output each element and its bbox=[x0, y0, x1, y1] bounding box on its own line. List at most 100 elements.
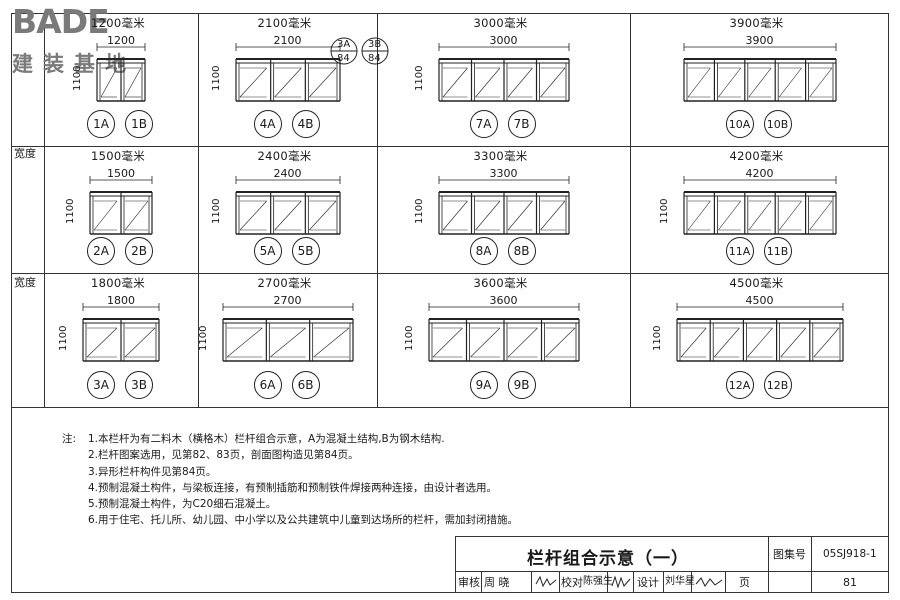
type-tag: 12A bbox=[725, 371, 754, 399]
notes-prefix: 注: bbox=[62, 433, 77, 445]
column-divider-label bbox=[44, 13, 45, 407]
cell-width-title: 3900毫米 bbox=[729, 16, 784, 30]
reference-page: 84 bbox=[368, 53, 381, 64]
dimension-label: 1800 bbox=[107, 294, 135, 307]
brand-logo: BADE 建装基地 bbox=[4, 2, 154, 76]
title-block: 栏杆组合示意（一） 图集号 05SJ918-1 审核 周 晓 校对 陈强生 设计… bbox=[455, 536, 889, 593]
type-tag: 11A bbox=[725, 237, 754, 265]
dimension-label: 3000 bbox=[489, 34, 518, 47]
type-tag: 9A bbox=[469, 371, 498, 399]
railing-elevation bbox=[234, 176, 341, 235]
row-divider-3 bbox=[11, 407, 889, 408]
note-item: 5.预制混凝土构件，为C20细石混凝土。 bbox=[88, 498, 277, 511]
type-tag: 8B bbox=[507, 237, 536, 265]
type-tag: 4A bbox=[253, 110, 282, 138]
type-tag: 6A bbox=[253, 371, 282, 399]
row-label-width: 宽度 bbox=[14, 147, 36, 160]
type-tag: 5A bbox=[253, 237, 282, 265]
type-tag: 7A bbox=[469, 110, 498, 138]
page-label: 页 bbox=[739, 576, 750, 589]
section-reference-symbols bbox=[330, 37, 389, 65]
type-tag: 7B bbox=[507, 110, 536, 138]
railing-elevation bbox=[682, 176, 837, 235]
type-tag: 11B bbox=[763, 237, 792, 265]
type-tag: 2B bbox=[125, 237, 153, 265]
height-label: 1100 bbox=[72, 65, 83, 91]
type-tag: 4B bbox=[291, 110, 320, 138]
type-tag: 2A bbox=[87, 237, 115, 265]
review-name: 周 晓 bbox=[484, 576, 510, 589]
railing-elevation bbox=[82, 303, 160, 362]
drawing-title: 栏杆组合示意（一） bbox=[527, 549, 689, 569]
check-name: 陈强生 bbox=[583, 576, 613, 587]
dimension-label: 2400 bbox=[273, 167, 302, 180]
logo-subtext: 建装基地 bbox=[12, 52, 136, 76]
railing-elevation bbox=[221, 303, 354, 362]
row-divider-1 bbox=[11, 146, 889, 147]
type-tag: 3A bbox=[87, 371, 115, 399]
height-label: 1100 bbox=[413, 198, 425, 224]
note-item: 6.用于住宅、托儿所、幼儿园、中小学以及公共建筑中儿童到达场所的栏杆，需加封闭措… bbox=[88, 514, 519, 527]
railing-elevation bbox=[89, 176, 153, 235]
type-tag: 5B bbox=[291, 237, 320, 265]
column-divider-2 bbox=[377, 13, 378, 407]
type-tag: 10B bbox=[763, 110, 792, 138]
cell-width-title: 1500毫米 bbox=[91, 149, 146, 163]
note-item: 2.栏杆图案选用，见第82、83页，剖面图构造见第84页。 bbox=[88, 449, 359, 462]
type-tag: 6B bbox=[291, 371, 320, 399]
note-item: 3.异形栏杆构件见第84页。 bbox=[88, 465, 217, 478]
dimension-label: 2100 bbox=[273, 34, 302, 47]
note-item: 4.预制混凝土构件，与梁板连接，有预制插筋和预制铁件焊接两种连接，由设计者选用。 bbox=[88, 481, 498, 494]
height-label: 1100 bbox=[413, 65, 425, 91]
dimension-label: 3300 bbox=[489, 167, 518, 180]
reference-label: 3B bbox=[368, 39, 382, 50]
row-label-width: 宽度 bbox=[14, 276, 36, 289]
railing-elevation bbox=[437, 43, 570, 102]
atlas-number: 05SJ918-1 bbox=[823, 548, 877, 560]
column-divider-1 bbox=[198, 13, 199, 407]
check-label: 校对 bbox=[561, 576, 583, 589]
dimension-label: 2700 bbox=[273, 294, 302, 307]
review-label: 审核 bbox=[458, 576, 480, 589]
railing-elevation bbox=[96, 43, 146, 102]
dimension-label: 3900 bbox=[745, 34, 774, 47]
railing-elevation bbox=[682, 43, 837, 102]
note-item: 1.本栏杆为有二料木（横格木）栏杆组合示意，A为混凝土结构,B为钢木结构. bbox=[88, 433, 445, 445]
height-label: 1100 bbox=[197, 325, 209, 351]
height-label: 1100 bbox=[65, 198, 76, 224]
sheet-frame bbox=[11, 13, 889, 593]
railing-elevation bbox=[427, 303, 580, 362]
checker-signature bbox=[611, 575, 631, 589]
type-tag: 3B bbox=[125, 371, 153, 399]
type-tag: 12B bbox=[763, 371, 792, 399]
dimension-label: 4500 bbox=[745, 294, 774, 307]
reference-label: 3A bbox=[337, 39, 351, 50]
height-label: 1100 bbox=[651, 325, 663, 351]
dimension-label: 1200 bbox=[107, 34, 135, 47]
cell-width-title: 4500毫米 bbox=[729, 276, 784, 290]
notes-block: 注: 1.本栏杆为有二料木（横格木）栏杆组合示意，A为混凝土结构,B为钢木结构.… bbox=[62, 431, 519, 529]
type-tag: 10A bbox=[725, 110, 754, 138]
cell-width-title: 3600毫米 bbox=[473, 276, 528, 290]
height-label: 1100 bbox=[403, 325, 415, 351]
cell-width-title: 2100毫米 bbox=[257, 16, 312, 30]
logo-text: BADE bbox=[12, 2, 110, 41]
type-tag: 1A bbox=[87, 110, 115, 138]
cell-width-title: 2400毫米 bbox=[257, 149, 312, 163]
design-name: 刘华星 bbox=[665, 576, 695, 587]
railing-elevation bbox=[437, 176, 570, 235]
height-label: 1100 bbox=[210, 65, 222, 91]
dimension-label: 1500 bbox=[107, 167, 135, 180]
reference-page: 84 bbox=[337, 53, 350, 64]
cell-width-title: 1200毫米 bbox=[91, 16, 146, 30]
height-label: 1100 bbox=[658, 198, 670, 224]
dimension-label: 4200 bbox=[745, 167, 774, 180]
cell-width-title: 4200毫米 bbox=[729, 149, 784, 163]
cell-width-title: 3000毫米 bbox=[473, 16, 528, 30]
cell-width-title: 3300毫米 bbox=[473, 149, 528, 163]
cell-width-title: 1800毫米 bbox=[91, 276, 146, 290]
designer-signature bbox=[695, 577, 723, 587]
type-tag: 1B bbox=[125, 110, 153, 138]
row-divider-2 bbox=[11, 273, 889, 274]
